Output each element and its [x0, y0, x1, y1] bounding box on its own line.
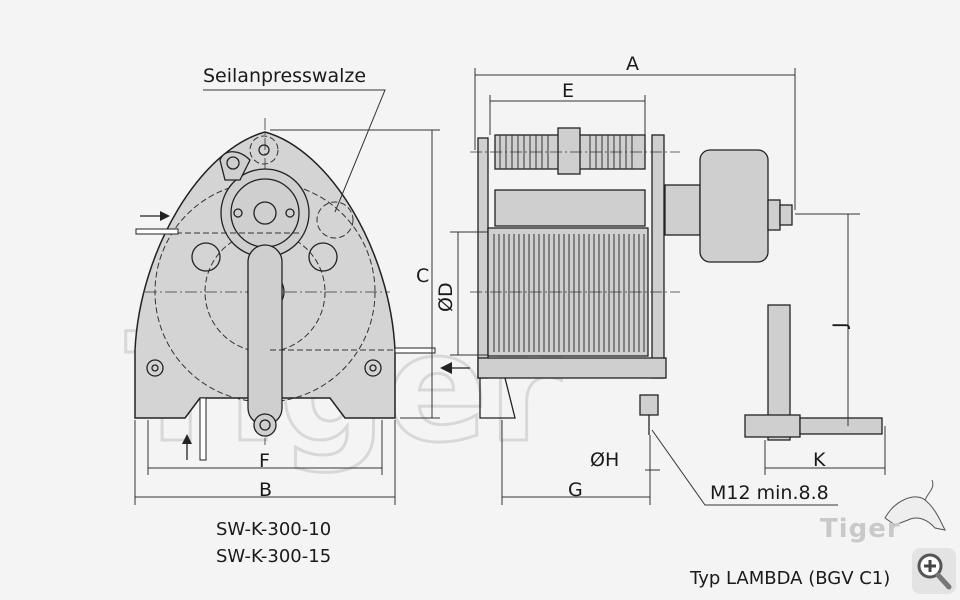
side-dimensions [450, 68, 886, 506]
dim-f-label: F [259, 450, 270, 472]
model-1: SW-K-300-10 [216, 519, 331, 540]
front-view [134, 118, 470, 461]
tiger-logo-icon [884, 479, 946, 531]
dim-j-label: J [829, 322, 851, 329]
dim-g-label: G [568, 479, 583, 501]
type-label: Typ LAMBDA (BGV C1) [689, 568, 890, 589]
zoom-in-icon [917, 553, 952, 590]
dim-b-label: B [259, 479, 272, 501]
dim-k-label: K [813, 449, 826, 471]
dim-h-label: ØH [590, 449, 619, 471]
tiger-logo-text: Tiger [820, 514, 901, 544]
dim-d-label: ØD [435, 282, 457, 312]
zoom-button[interactable] [912, 548, 956, 594]
front-dimensions [134, 129, 440, 505]
callout-seilanpresswalze: Seilanpresswalze [203, 65, 366, 87]
model-2: SW-K-300-15 [216, 546, 331, 567]
dim-a-label: A [626, 53, 639, 75]
dim-e-label: E [562, 80, 574, 102]
bolt-note: M12 min.8.8 [710, 482, 829, 504]
dim-c-label: C [416, 265, 429, 287]
side-view [470, 127, 883, 441]
